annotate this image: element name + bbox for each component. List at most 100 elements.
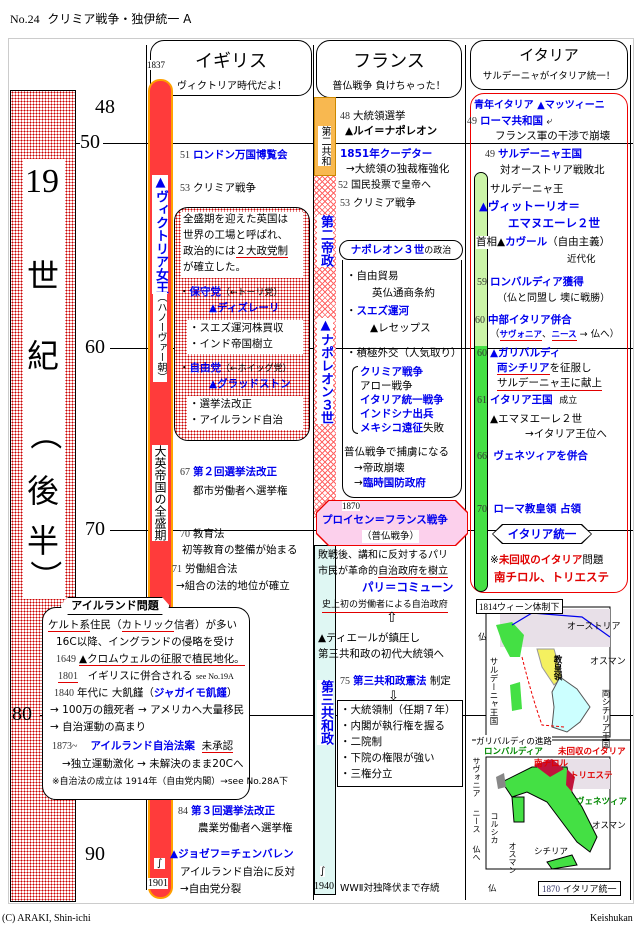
map-label-savoy: サヴォニア — [472, 757, 481, 797]
year-label: 80 — [12, 703, 32, 725]
text: 制定 — [429, 675, 451, 687]
ireland-title: アイルランド問題 — [60, 597, 170, 615]
south-tyrol — [534, 759, 564, 777]
education-act: 教育法 — [193, 528, 225, 540]
crimean-war: クリミア戦争 — [353, 197, 416, 209]
box-line: →帝政崩壊 — [354, 462, 405, 474]
divider — [313, 45, 314, 900]
paris-commune: パリ＝コミューン — [362, 580, 454, 594]
napoleon-iii-politics: ナポレオン３世の政治 — [339, 240, 463, 260]
victoria-start: 1837 — [147, 60, 165, 70]
savoy: サヴォニア — [499, 330, 543, 341]
year: 51 — [180, 150, 190, 161]
italy-heading: イタリア — [519, 46, 579, 64]
year: 53 — [180, 183, 190, 194]
lombardy-acquired: ロンバルディア獲得 — [490, 276, 584, 288]
text: （自由主義） — [547, 236, 611, 248]
year: 1840 — [54, 688, 74, 699]
box-line: ・スエズ運河株買収 — [189, 322, 284, 334]
year: 48 — [340, 111, 350, 122]
box-bg — [181, 212, 303, 278]
nice: ニース — [551, 330, 577, 341]
text: 問題 — [582, 554, 604, 566]
italy-header: イタリア サルデーニャがイタリア統一！ — [470, 40, 628, 90]
napoleon-iii: ナポレオン３世 — [350, 244, 425, 256]
year: 59 — [477, 277, 487, 288]
famine: 年代に 大飢饉（ — [77, 687, 154, 699]
piedmont — [496, 622, 524, 657]
year: 1801 — [58, 671, 78, 683]
wave-symbol: ∫ — [154, 858, 166, 869]
text: 、 — [542, 329, 552, 340]
box-line: 英仏通商条約 — [372, 287, 435, 299]
map-label-france: 仏 — [488, 884, 497, 894]
war-item: インドシナ出兵 — [360, 408, 434, 420]
map-label-two-sicilies: 両シチリア王国 — [600, 689, 610, 749]
year: 67 — [180, 467, 190, 478]
map-label-irredenta: 未回収のイタリア — [558, 747, 626, 757]
constitution-item: ・三権分立 — [340, 768, 393, 780]
year-label: 90 — [85, 843, 105, 865]
doc-number: No.24 — [10, 12, 40, 26]
year-label: 50 — [80, 131, 100, 153]
box-line: ・自由貿易 — [346, 270, 399, 282]
map-label-garibaldi-route: ガリバルディの進路 — [476, 735, 552, 747]
sicily-island — [546, 854, 578, 870]
self-government: 自治政府を樹立 — [378, 566, 448, 578]
bullet: ・ — [179, 286, 190, 298]
year: 60 — [475, 315, 485, 326]
text: 市民が革命的 — [318, 566, 378, 577]
map-label-sicily: シチリア — [534, 847, 569, 857]
queen-victoria: ▲ヴィクトリア女王 — [152, 175, 168, 294]
event-detail: ▲エマヌエーレ２世 — [490, 413, 583, 425]
two-sicilies-region — [551, 676, 591, 733]
tick — [76, 143, 80, 144]
box-line: が確立した。 — [183, 261, 246, 273]
bracket — [352, 366, 358, 434]
second-reform-act: 第２回選挙法改正 — [193, 466, 277, 478]
box-line: 全盛期を迎えた英国は — [183, 213, 288, 225]
event-great-exhibition: ロンドン万国博覧会 — [193, 149, 288, 161]
ireland-line: → 自治運動の高まり — [50, 721, 147, 733]
constitution-1875: 第三共和政憲法 — [353, 675, 427, 687]
third-republic: 第三共和政 — [317, 680, 333, 745]
year: 49 — [485, 149, 495, 160]
box-line: ・選挙法改正 — [189, 398, 252, 410]
third-reform-act: 第３回選挙法改正 — [191, 805, 275, 817]
year-label: 48 — [95, 96, 115, 118]
year: 84 — [178, 806, 188, 817]
napoleon-iii-box — [342, 260, 462, 498]
vittorio-emanuele: エマヌエーレ２世 — [508, 216, 600, 230]
year: 52 — [338, 180, 348, 191]
divider — [465, 45, 466, 900]
text: 信者）が多い — [174, 619, 237, 631]
ireland-line: → 100万の餓死者 → アメリカへ大量移民 — [50, 704, 245, 716]
italy-subtitle: サルデーニャがイタリア統一！ — [482, 71, 616, 82]
vittorio-emanuele: ▲ヴィットーリオ＝ — [479, 199, 580, 213]
home-rule-bill: アイルランド自治法案 — [90, 740, 195, 752]
text: → 仏へ） — [576, 329, 620, 340]
napoleon-iii-reign: ▲ナポレオン３世 — [317, 318, 333, 424]
provisional-government: 臨時国防政府 — [362, 477, 426, 489]
map-label-venice: ヴェネツィア — [576, 797, 628, 807]
mazzini: 青年イタリア ▲マッツィーニ — [474, 100, 605, 111]
century-number: 19 — [25, 163, 59, 200]
text: 住民（ — [90, 619, 122, 631]
border — [511, 612, 611, 638]
event-detail: 都市労働者へ選挙権 — [193, 485, 288, 497]
commune-line: 敗戦後、講和に反対するパリ — [318, 550, 448, 561]
franco-prussian-war-label: プロイセン＝フランス戦争 — [322, 514, 448, 526]
central-italy-annexed: 中部イタリア併合 — [488, 314, 572, 326]
page-title: No.24 クリミア戦争・独伊統一 A — [10, 10, 191, 27]
war-item: アロー戦争 — [360, 380, 413, 392]
year-label: 60 — [85, 336, 105, 358]
decade-line-1850 — [103, 143, 633, 144]
england-header: イギリス ヴィクトリア時代だよ！ — [150, 40, 312, 96]
year-label: 70 — [85, 518, 105, 540]
year: 75 — [340, 676, 350, 687]
italy-unification-box — [470, 93, 628, 593]
garibaldi-route — [521, 656, 565, 728]
constitution-item: ・内閣が執行権を握る — [340, 720, 445, 732]
map-label-austria: オーストリア — [567, 622, 621, 632]
presidential-election: 大統領選挙 — [353, 110, 406, 122]
